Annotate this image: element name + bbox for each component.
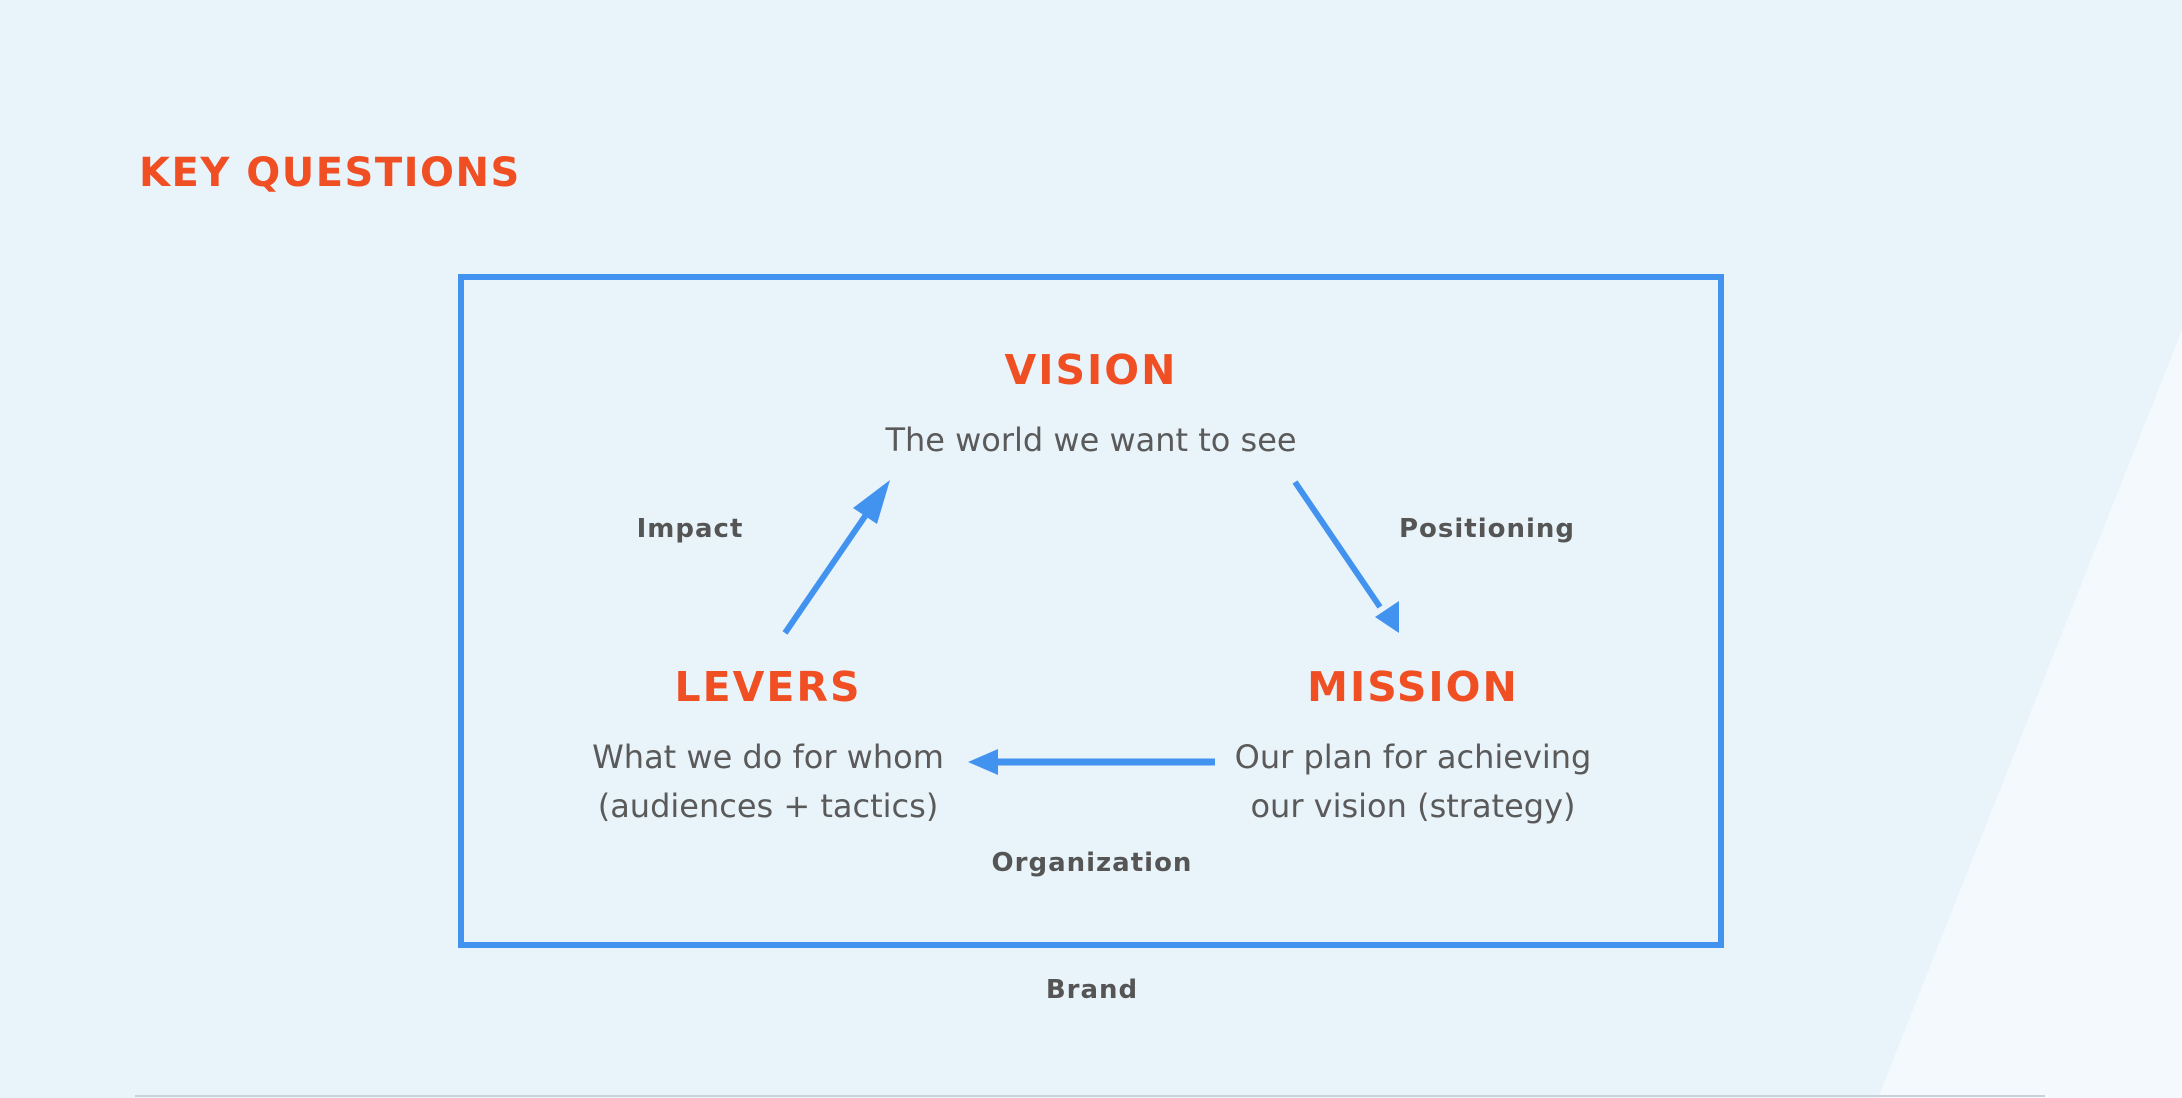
levers-description-line2: (audiences + tactics): [597, 787, 939, 825]
mission-description-line1: Our plan for achieving: [1234, 738, 1592, 776]
bottom-divider: [135, 1095, 2045, 1097]
levers-heading: LEVERS: [674, 663, 862, 711]
mission-description-line2: our vision (strategy): [1250, 787, 1576, 825]
edge-label-organization: Organization: [991, 848, 1193, 878]
edge-label-impact: Impact: [636, 514, 744, 544]
vision-heading: VISION: [1004, 346, 1178, 394]
levers-description-line1: What we do for whom: [592, 738, 944, 776]
brand-label: Brand: [1045, 975, 1139, 1005]
vision-description: The world we want to see: [885, 421, 1297, 459]
page-title: KEY QUESTIONS: [139, 150, 521, 196]
edge-label-positioning: Positioning: [1398, 514, 1576, 544]
brand-frame: [458, 274, 1724, 948]
arrow-organization: [968, 749, 1215, 775]
mission-heading: MISSION: [1307, 663, 1519, 711]
arrow-impact: [782, 480, 890, 635]
arrow-positioning: [1292, 480, 1399, 633]
